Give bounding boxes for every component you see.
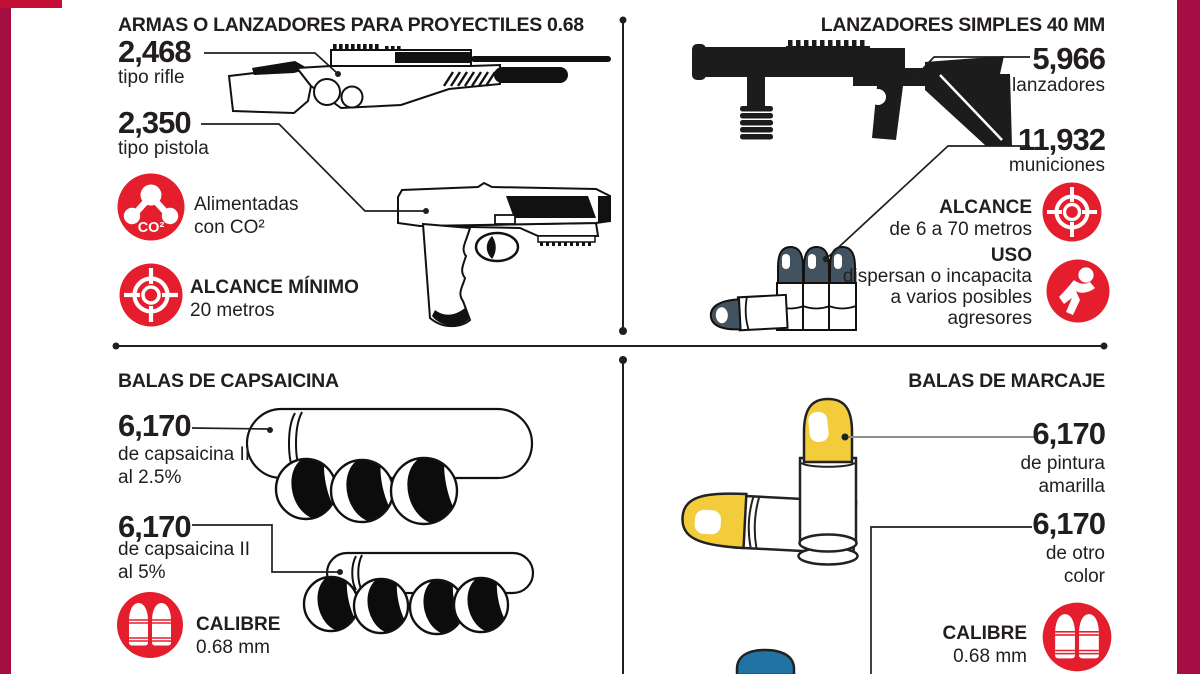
feature-uso-line2: a varios posibles — [890, 287, 1032, 308]
leader-dots — [267, 71, 849, 575]
stat-label-otro-color: de otro color — [1046, 542, 1105, 588]
section-title-capsaicina: BALAS DE CAPSAICINA — [118, 370, 339, 392]
grenade-launcher-illustration — [692, 40, 1012, 146]
target-icon — [1042, 182, 1102, 242]
stat-label-lanzadores: lanzadores — [1012, 75, 1105, 96]
feature-alcance-minimo: ALCANCE MÍNIMO 20 metros — [190, 277, 359, 322]
stat-label-pistola: tipo pistola — [118, 138, 209, 159]
stat-value-pistola: 2,350 — [118, 105, 192, 140]
paintball-row-large — [274, 456, 459, 526]
bullet-pair-icon — [117, 592, 183, 658]
feature-alcance-minimo-value: 20 metros — [190, 300, 275, 321]
pintura-line1: de pintura — [1020, 453, 1105, 474]
feature-co2-line2: con CO² — [194, 217, 265, 238]
stat-value-otro-color: 6,170 — [1032, 506, 1106, 541]
feature-alcance-value: de 6 a 70 metros — [889, 219, 1032, 240]
feature-co2-line1: Alimentadas — [194, 194, 299, 215]
co2-molecule-icon: CO² — [117, 173, 185, 241]
section-title-lanzadores: LANZADORES SIMPLES 40 MM — [820, 14, 1106, 36]
pistol-illustration — [397, 181, 611, 328]
paintball-row-small — [302, 575, 510, 636]
bullet-pair-icon — [1042, 602, 1112, 672]
stat-value-pintura: 6,170 — [1032, 416, 1106, 451]
stat-label-capsaicina-25: de capsaicina II al 2.5% — [118, 443, 250, 489]
capsaicina-25-line2: al 2.5% — [118, 467, 182, 488]
otro-color-line2: color — [1063, 566, 1105, 587]
divider-end-dots — [112, 16, 1108, 364]
feature-uso: USO dispersan o incapacita a varios posi… — [843, 245, 1032, 329]
pintura-line2: amarilla — [1038, 476, 1105, 497]
feature-uso-line3: agresores — [947, 308, 1033, 329]
stat-value-rifle: 2,468 — [118, 34, 192, 69]
target-icon — [119, 263, 183, 327]
feature-alcance-minimo-title: ALCANCE MÍNIMO — [190, 277, 359, 298]
leader-lines — [191, 52, 1032, 674]
calibre-right-title: CALIBRE — [942, 623, 1027, 644]
otro-color-line1: de otro — [1045, 543, 1105, 564]
stat-label-pintura: de pintura amarilla — [1020, 452, 1105, 498]
section-dividers — [116, 20, 1104, 674]
calibre-left-value: 0.68 mm — [196, 637, 270, 658]
munitions-illustration — [709, 245, 857, 332]
stat-value-lanzadores: 5,966 — [1032, 41, 1106, 76]
person-icon — [1046, 259, 1110, 323]
stat-label-capsaicina-5: de capsaicina II al 5% — [118, 538, 250, 584]
section-title-marcaje: BALAS DE MARCAJE — [908, 370, 1105, 392]
calibre-left-title: CALIBRE — [196, 614, 281, 635]
feature-uso-title: USO — [990, 245, 1032, 266]
capsaicina-5-line2: al 5% — [118, 562, 166, 583]
calibre-right-value: 0.68 mm — [953, 646, 1027, 667]
calibre-right: CALIBRE 0.68 mm — [943, 623, 1027, 668]
capsaicina-25-line1: de capsaicina II — [118, 444, 251, 465]
co2-badge-label: CO² — [138, 220, 165, 236]
feature-alcance-title: ALCANCE — [939, 197, 1032, 218]
stat-label-rifle: tipo rifle — [118, 67, 185, 88]
stat-value-capsaicina-5: 6,170 — [118, 509, 192, 544]
marker-bullet-blue-tip — [735, 648, 796, 674]
calibre-left: CALIBRE 0.68 mm — [196, 614, 280, 659]
top-edge-band — [0, 0, 62, 8]
feature-alcance: ALCANCE de 6 a 70 metros — [889, 197, 1032, 241]
capsaicina-5-line1: de capsaicina II — [118, 539, 251, 560]
section-title-armas: ARMAS O LANZADORES PARA PROYECTILES 0.68 — [118, 14, 584, 36]
feature-co2-text: Alimentadas con CO² — [194, 193, 299, 239]
rifle-illustration — [227, 44, 611, 115]
left-edge-band — [0, 0, 11, 674]
stat-value-capsaicina-25: 6,170 — [118, 408, 192, 443]
right-edge-band — [1177, 0, 1200, 674]
marker-bullet-standing — [797, 397, 859, 566]
feature-uso-line1: dispersan o incapacita — [842, 266, 1032, 287]
stat-value-municiones: 11,932 — [1017, 122, 1106, 157]
stat-label-municiones: municiones — [1008, 155, 1105, 176]
